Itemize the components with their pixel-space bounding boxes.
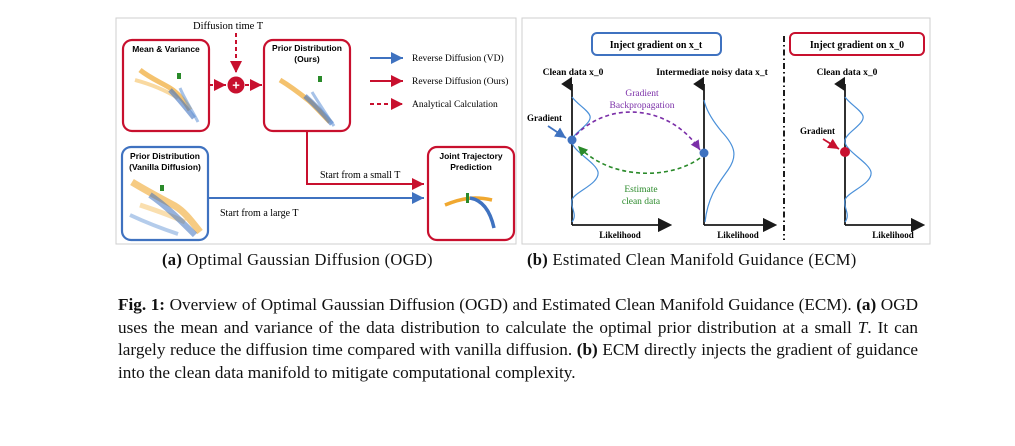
prior-ours-label-2: (Ours)	[294, 54, 320, 64]
joint-trajectory-box	[426, 145, 516, 242]
subcaption-b: (b) Estimated Clean Manifold Guidance (E…	[527, 250, 857, 270]
subcaption-b-text: Estimated Clean Manifold Guidance (ECM)	[552, 250, 857, 269]
noisy-density-curve	[703, 99, 735, 223]
joint-trajectory-label-1: Joint Trajectory	[439, 151, 503, 161]
gradient-left-label: Gradient	[527, 113, 562, 123]
diffusion-time-label: Diffusion time T	[193, 21, 264, 32]
caption-t-var: T	[857, 317, 868, 337]
likelihood-1: Likelihood	[599, 230, 641, 240]
mean-variance-scatter	[134, 68, 200, 123]
caption-b-ref: (b)	[576, 340, 598, 359]
backprop-label-2: Backpropagation	[610, 101, 675, 111]
caption-text-4: ECM directly injects the gradient of gui…	[118, 340, 919, 382]
panel-a-border	[115, 17, 517, 245]
backprop-label-1: Gradient	[625, 89, 659, 99]
clean-data-x0-right-label: Clean data x_0	[817, 68, 878, 78]
joint-trajectory-label-2: Prediction	[450, 162, 492, 172]
caption-text-2: OGD uses the mean and variance of the da…	[118, 295, 919, 337]
caption-a-ref: (a)	[856, 295, 877, 314]
prior-ours-scatter	[278, 76, 336, 127]
estimate-label-2: clean data	[622, 197, 661, 207]
start-small-arrow	[306, 131, 424, 190]
figure-1: Diffusion time T Mean & Variance + Prior…	[115, 17, 931, 245]
clean-point-right	[840, 147, 850, 157]
subcaption-a-label: (a)	[162, 250, 183, 269]
mean-variance-label: Mean & Variance	[132, 44, 200, 54]
legend-ours-label: Reverse Diffusion (Ours)	[412, 76, 508, 87]
caption-fig-label: Fig. 1:	[118, 295, 166, 314]
prior-vanilla-scatter	[129, 179, 203, 238]
clean-right-density-curve	[844, 96, 872, 223]
inject-x0-box	[789, 32, 925, 56]
subcaption-a: (a) Optimal Gaussian Diffusion (OGD)	[162, 250, 433, 270]
gradient-right-arrow	[822, 138, 840, 150]
gradient-right-label: Gradient	[800, 126, 835, 136]
inject-xt-box	[591, 32, 722, 56]
noisy-point	[699, 148, 709, 158]
legend-analytical-label: Analytical Calculation	[412, 100, 498, 110]
clean-point-left	[567, 135, 577, 145]
panel-b-border	[521, 17, 931, 245]
prior-vanilla-label-1: Prior Distribution	[130, 151, 200, 161]
prior-ours-label-1: Prior Distribution	[272, 43, 342, 53]
figure-caption: Fig. 1: Overview of Optimal Gaussian Dif…	[118, 294, 918, 384]
likelihood-3: Likelihood	[872, 230, 914, 240]
inject-x0-label: Inject gradient on x_0	[810, 40, 904, 51]
axis-clean-right	[834, 76, 926, 233]
likelihood-2: Likelihood	[717, 230, 759, 240]
joint-trajectory-paths	[444, 193, 496, 229]
legend-vd-label: Reverse Diffusion (VD)	[412, 53, 504, 64]
backprop-arrow	[575, 111, 701, 151]
caption-text-3: . It can largely reduce the diffusion ti…	[118, 317, 918, 360]
axis-intermediate	[693, 76, 778, 233]
intermediate-xt-label: Intermediate noisy data x_t	[656, 68, 768, 78]
caption-text-1: Overview of Optimal Gaussian Diffusion (…	[169, 295, 852, 314]
inject-xt-label: Inject gradient on x_t	[610, 40, 703, 51]
plus-icon	[227, 76, 245, 94]
start-small-label: Start from a small T	[320, 170, 400, 181]
subcaption-b-label: (b)	[527, 250, 549, 269]
start-large-label: Start from a large T	[220, 208, 299, 219]
estimate-arrow	[577, 145, 701, 174]
clean-density-curve	[571, 96, 599, 223]
subcaption-a-text: Optimal Gaussian Diffusion (OGD)	[186, 250, 433, 269]
prior-vanilla-label-2: (Vanilla Diffusion)	[129, 162, 201, 172]
clean-data-x0-label: Clean data x_0	[543, 68, 604, 78]
gradient-left-arrow	[547, 125, 567, 139]
plus-symbol: +	[232, 78, 240, 93]
estimate-label-1: Estimate	[624, 185, 657, 195]
